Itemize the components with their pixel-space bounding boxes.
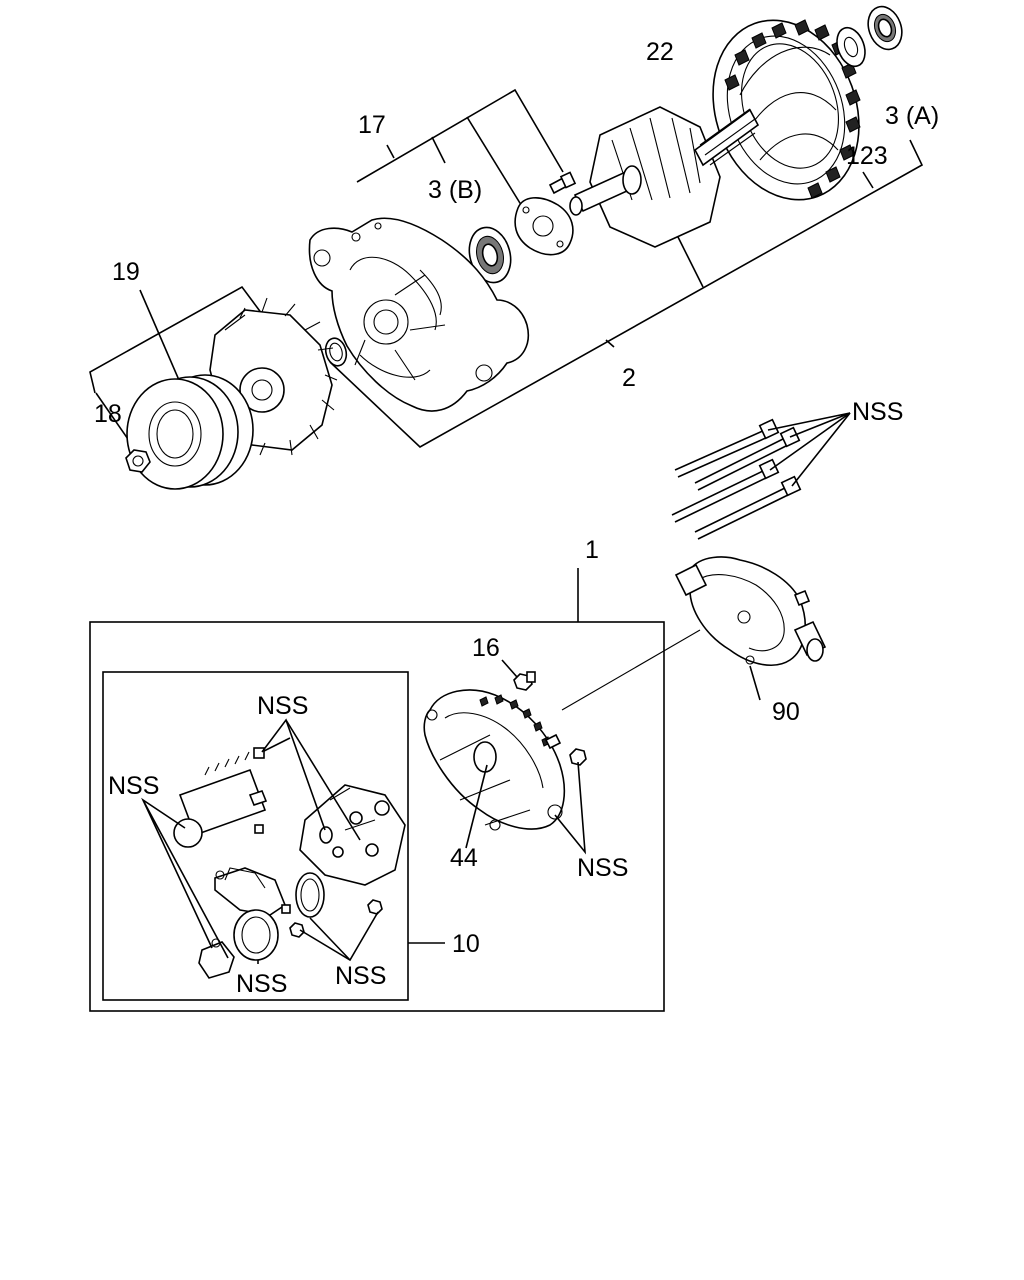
rear-cover-part-90 [674,556,827,666]
label-17: 17 [358,111,386,139]
clip-ring [295,872,325,918]
rotor-assembly [569,106,760,248]
label-90: 90 [772,698,800,726]
assembly-box-10 [102,671,409,1001]
alignment-line [561,629,701,711]
bearing-part-3a [867,5,903,51]
label-1: 1 [585,536,599,564]
collar [233,909,279,961]
drive-end-frame-part-17 [308,217,529,412]
label-nss-bottom-b: NSS [236,970,287,998]
bearing-part-3b [468,226,512,284]
regulator [173,751,268,848]
nut-part-18 [125,449,151,473]
label-3a: 3 (A) [885,102,939,130]
brush-holder [299,784,406,886]
label-123: 123 [846,142,888,170]
assembly-box-1 [89,621,665,1012]
label-nss-box-top: NSS [257,692,308,720]
bracket-17 [356,88,564,209]
label-nss-bolts: NSS [852,398,903,426]
pulley-part-19 [126,374,254,490]
label-3b: 3 (B) [428,176,482,204]
label-19: 19 [112,258,140,286]
label-18: 18 [94,400,122,428]
ring-part-123 [836,26,866,68]
terminal-bracket [198,938,235,979]
bracket-19 [89,285,266,443]
nut-part-16 [513,671,536,691]
through-bolts [671,412,851,540]
screw-small [548,171,577,195]
leaders-box10 [141,718,379,964]
label-10: 10 [452,930,480,958]
hex-nut-frame [569,748,587,766]
label-nss-box-left: NSS [108,772,159,800]
leaders-lower [465,659,761,855]
label-44: 44 [450,844,478,872]
callout-labels: 22 3 (A) 123 17 3 (B) 19 2 18 NSS 1 16 9… [94,38,939,998]
screw-box10 [253,737,291,759]
label-16: 16 [472,634,500,662]
slip-ring-end-frame [423,689,566,831]
label-nss-frame: NSS [577,854,628,882]
spacer-ring [324,337,348,367]
label-nss-bottom-a: NSS [335,962,386,990]
label-22: 22 [646,38,674,66]
label-2: 2 [622,364,636,392]
retainer-plate [514,197,574,256]
rectifier-bracket [214,867,286,916]
